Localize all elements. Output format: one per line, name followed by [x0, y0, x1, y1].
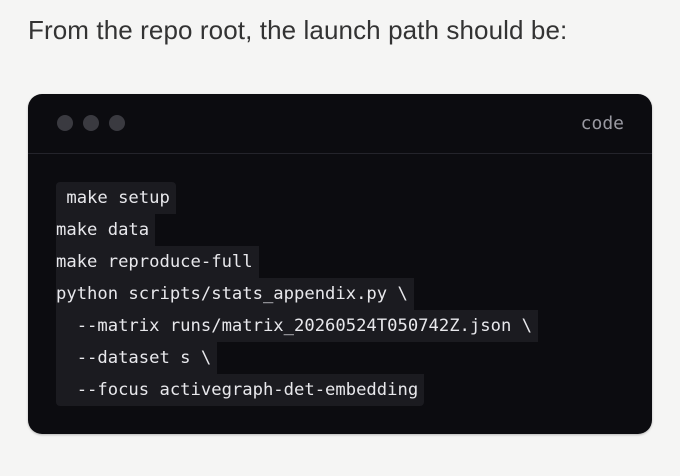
window-dot-icon — [57, 115, 73, 131]
window-dot-icon — [83, 115, 99, 131]
code-line: make setup — [56, 182, 538, 214]
code-line: --matrix runs/matrix_20260524T050742Z.js… — [56, 310, 538, 342]
code-language-label: code — [580, 113, 624, 134]
code-line-text: python scripts/stats_appendix.py \ — [56, 278, 414, 310]
code-line: --dataset s \ — [56, 342, 538, 374]
code-line: --focus activegraph-det-embedding — [56, 374, 538, 406]
code-line-text: make setup — [56, 182, 176, 214]
intro-text: From the repo root, the launch path shou… — [28, 15, 568, 45]
code-line-text: make data — [56, 214, 156, 246]
code-content[interactable]: make setup make data make reproduce-full… — [56, 182, 538, 406]
code-line-text: --dataset s \ — [56, 342, 218, 374]
code-block-header: code — [28, 94, 652, 154]
code-line: python scripts/stats_appendix.py \ — [56, 278, 538, 310]
code-line-text: --focus activegraph-det-embedding — [56, 374, 425, 406]
code-line-text: --matrix runs/matrix_20260524T050742Z.js… — [56, 310, 538, 342]
code-line: make data — [56, 214, 538, 246]
code-line: make reproduce-full — [56, 246, 538, 278]
code-line-text: make reproduce-full — [56, 246, 259, 278]
window-dot-icon — [109, 115, 125, 131]
code-block: code make setup make data make reproduce… — [28, 94, 652, 434]
